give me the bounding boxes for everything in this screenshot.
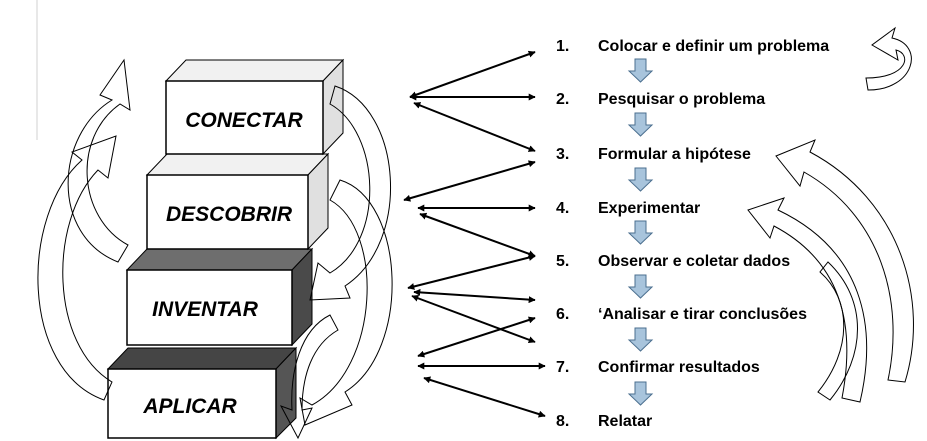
curved-loop-arrow-left-upper xyxy=(67,58,131,263)
stair-conectar-label: CONECTAR xyxy=(185,109,303,132)
step-number: 6. xyxy=(556,306,569,323)
step-item-5: 5. Observar e coletar dados xyxy=(556,253,790,270)
curved-feedback-arrow-inner xyxy=(817,261,858,401)
stair-conectar-top xyxy=(164,59,345,82)
down-arrow-icon xyxy=(627,274,654,299)
connector-arrow xyxy=(407,254,536,290)
step-text: Observar e coletar dados xyxy=(598,253,790,270)
down-arrow-icon xyxy=(627,112,654,137)
stair-aplicar-top xyxy=(106,347,298,370)
down-arrow-icon xyxy=(627,327,654,352)
down-arrow-icon xyxy=(627,167,654,192)
stair-aplicar-face xyxy=(107,368,277,439)
curved-feedback-arrow-to-step-4 xyxy=(747,197,868,403)
curved-feedback-arrow-top-right xyxy=(865,26,912,91)
step-text: Confirmar resultados xyxy=(598,359,760,376)
stair-conectar-face xyxy=(165,80,324,155)
stair-descobrir-top xyxy=(145,153,330,176)
down-arrow-icon xyxy=(627,220,654,245)
step-number: 2. xyxy=(556,91,569,108)
stair-inventar: INVENTAR xyxy=(125,247,314,347)
connector-arrow xyxy=(403,160,536,202)
step-item-6: 6. ‘Analisar e tirar conclusões xyxy=(556,306,807,323)
step-number: 5. xyxy=(556,253,569,270)
connector-arrow xyxy=(409,50,536,99)
curved-loop-arrow-right-upper xyxy=(309,85,392,301)
stair-aplicar-label: APLICAR xyxy=(142,395,237,418)
step-item-8: 8. Relatar xyxy=(556,413,652,430)
step-item-3: 3. Formular a hipótese xyxy=(556,146,751,163)
stair-aplicar: APLICAR xyxy=(106,346,298,440)
step-text: Formular a hipótese xyxy=(598,146,751,163)
step-number: 1. xyxy=(556,38,569,55)
step-list: 1. Colocar e definir um problema 2. Pesq… xyxy=(556,38,829,430)
connector-arrows xyxy=(403,50,546,418)
step-number: 3. xyxy=(556,146,569,163)
step-item-7: 7. Confirmar resultados xyxy=(556,359,760,376)
step-text: Experimentar xyxy=(598,200,700,217)
connector-arrow xyxy=(413,102,536,152)
step-text: Relatar xyxy=(598,413,652,430)
stair-descobrir-face xyxy=(146,174,309,250)
step-number: 7. xyxy=(556,359,569,376)
down-arrow-icon xyxy=(627,381,654,406)
connector-arrow xyxy=(411,294,536,344)
curved-loop-arrow-right-lower xyxy=(299,179,393,426)
stair-descobrir-label: DESCOBRIR xyxy=(166,203,293,226)
curved-feedback-arrow-to-step-3 xyxy=(775,139,914,383)
step-item-1: 1. Colocar e definir um problema xyxy=(556,38,829,55)
step-text: Colocar e definir um problema xyxy=(598,38,829,55)
step-number: 8. xyxy=(556,413,569,430)
stair-inventar-face xyxy=(126,269,293,346)
stair-conectar: CONECTAR xyxy=(164,58,345,156)
stair-inventar-top xyxy=(125,248,314,271)
curved-loop-arrow-mid-right xyxy=(279,314,339,440)
down-arrow-icon xyxy=(627,58,654,83)
step-text: Pesquisar o problema xyxy=(598,91,765,108)
stair-descobrir: DESCOBRIR xyxy=(145,152,330,251)
step-text: ‘Analisar e tirar conclusões xyxy=(598,306,807,323)
down-arrows xyxy=(627,58,654,406)
step-item-4: 4. Experimentar xyxy=(556,200,700,217)
connector-arrow xyxy=(413,288,536,304)
connector-arrow xyxy=(423,376,546,418)
curved-loop-arrow-left-lower xyxy=(37,135,117,401)
step-number: 4. xyxy=(556,200,569,217)
stair-inventar-label: INVENTAR xyxy=(152,298,259,321)
connector-arrow xyxy=(417,316,536,358)
step-item-2: 2. Pesquisar o problema xyxy=(556,91,765,108)
connector-arrow xyxy=(419,212,536,258)
